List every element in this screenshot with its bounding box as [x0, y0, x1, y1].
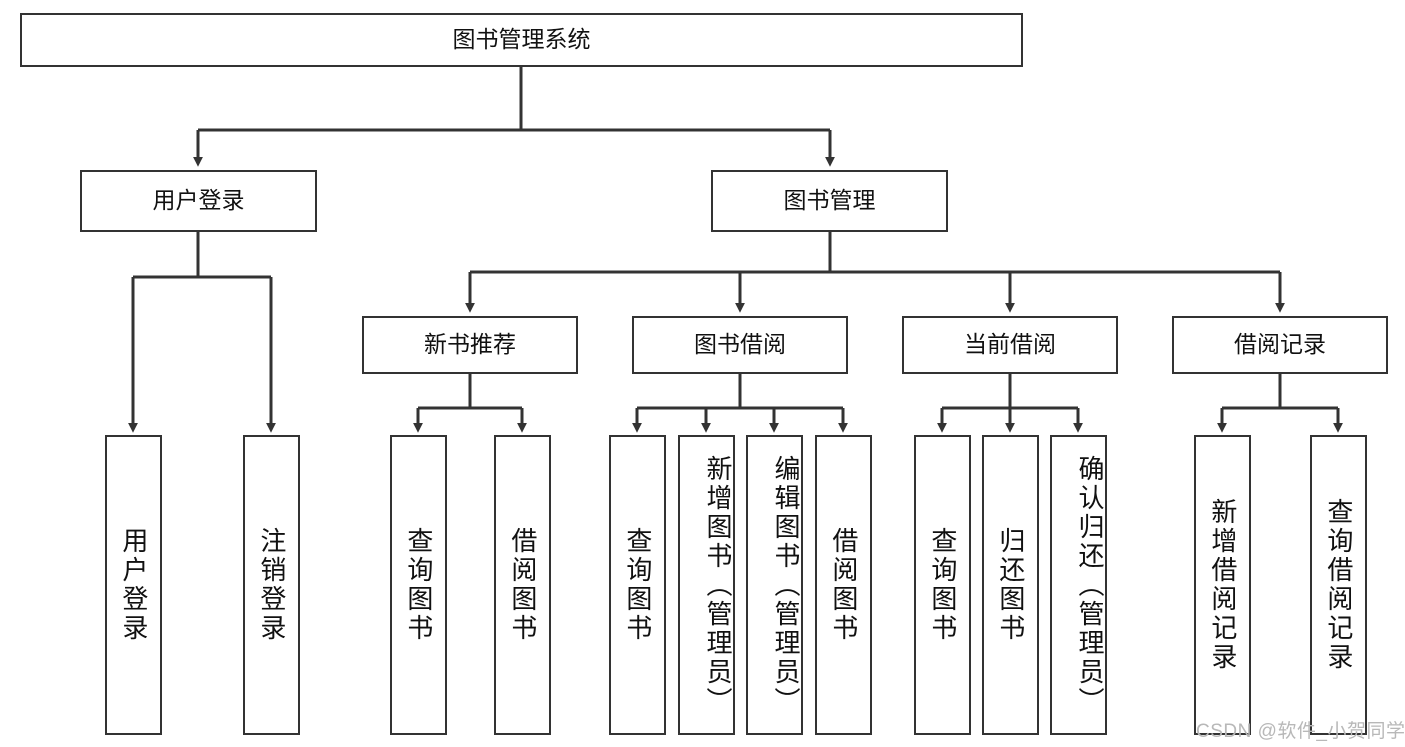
node-label: 用户登录 — [118, 527, 149, 643]
leaf-borrow-book-new-rec[interactable]: 借阅图书 — [494, 435, 551, 735]
leaf-user-logout[interactable]: 注销登录 — [243, 435, 300, 735]
node-label: 新增借阅记录 — [1207, 498, 1238, 672]
node-label: 归还图书 — [995, 527, 1026, 643]
node-label: 查询借阅记录 — [1323, 498, 1354, 672]
leaf-query-borrow-record[interactable]: 查询借阅记录 — [1310, 435, 1367, 735]
node-label: 新书推荐 — [424, 331, 516, 358]
leaf-edit-book-admin[interactable]: 编辑图书（管理员） — [746, 435, 803, 735]
leaf-query-book-new-rec[interactable]: 查询图书 — [390, 435, 447, 735]
node-label: 借阅图书 — [828, 527, 859, 643]
node-label: 新增图书（管理员） — [703, 454, 733, 716]
csdn-watermark: CSDN @软件_小贺同学 — [1196, 721, 1405, 742]
leaf-user-login[interactable]: 用户登录 — [105, 435, 162, 735]
node-book-borrowing[interactable]: 图书借阅 — [632, 316, 848, 374]
node-label: 借阅图书 — [507, 527, 538, 643]
node-label: 查询图书 — [403, 527, 434, 643]
node-label: 借阅记录 — [1234, 331, 1326, 358]
node-label: 用户登录 — [152, 187, 245, 214]
node-label: 图书管理 — [783, 187, 876, 214]
node-label: 确认归还（管理员） — [1075, 454, 1105, 716]
leaf-add-borrow-record[interactable]: 新增借阅记录 — [1194, 435, 1251, 735]
node-root-book-management-system[interactable]: 图书管理系统 — [20, 13, 1023, 67]
leaf-borrow-book-borrow[interactable]: 借阅图书 — [815, 435, 872, 735]
node-borrowing-record[interactable]: 借阅记录 — [1172, 316, 1388, 374]
node-label: 图书管理系统 — [452, 26, 591, 53]
node-label: 查询图书 — [622, 527, 653, 643]
node-current-borrowing[interactable]: 当前借阅 — [902, 316, 1118, 374]
leaf-add-book-admin[interactable]: 新增图书（管理员） — [678, 435, 735, 735]
node-label: 图书借阅 — [694, 331, 786, 358]
node-label: 当前借阅 — [964, 331, 1056, 358]
node-user-login[interactable]: 用户登录 — [80, 170, 317, 232]
node-book-management[interactable]: 图书管理 — [711, 170, 948, 232]
node-label: 编辑图书（管理员） — [771, 454, 801, 716]
leaf-return-book[interactable]: 归还图书 — [982, 435, 1039, 735]
leaf-query-book-current[interactable]: 查询图书 — [914, 435, 971, 735]
node-label: 注销登录 — [256, 527, 287, 643]
leaf-confirm-return-admin[interactable]: 确认归还（管理员） — [1050, 435, 1107, 735]
leaf-query-book-borrow[interactable]: 查询图书 — [609, 435, 666, 735]
node-new-book-recommendation[interactable]: 新书推荐 — [362, 316, 578, 374]
node-label: 查询图书 — [927, 527, 958, 643]
